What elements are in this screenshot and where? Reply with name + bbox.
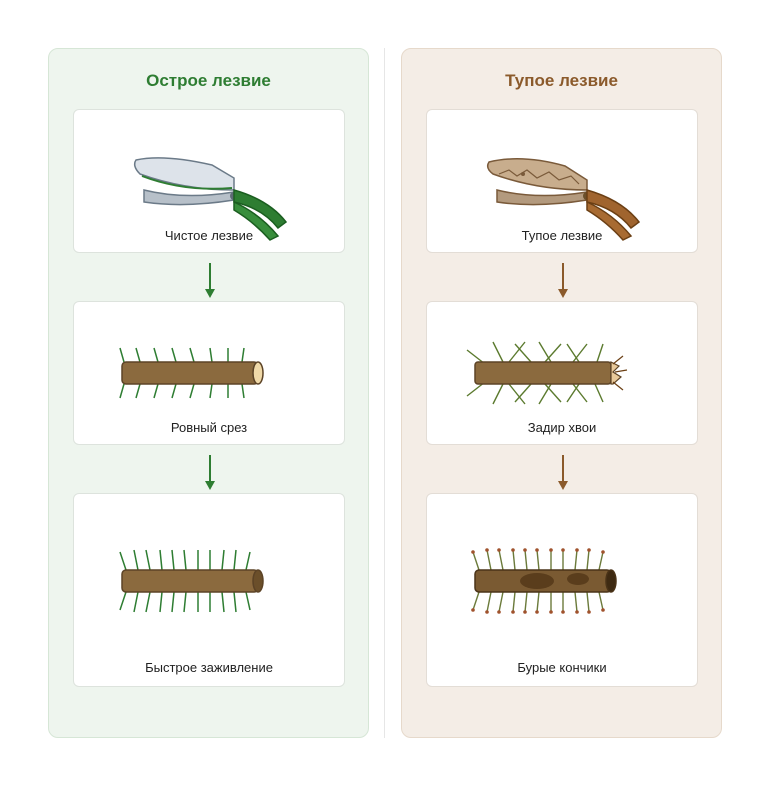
arrow-down-icon: [558, 455, 568, 490]
step-label: Задир хвои: [527, 420, 597, 435]
dull-blade-panel: Тупое лезвие Тупое лезвие: [401, 48, 722, 738]
panel-title: Острое лезвие: [146, 71, 271, 90]
step-label: Ровный срез: [170, 420, 248, 435]
step-label: Бурые кончики: [517, 660, 607, 675]
clean-pruner-icon: [133, 157, 288, 241]
torn-branch-icon: [466, 341, 628, 405]
step-label: Чистое лезвие: [164, 228, 254, 243]
panel-title: Тупое лезвие: [505, 71, 618, 90]
step-card-clean-cut: Ровный срез: [73, 301, 345, 445]
clean-cut-branch-icon: [119, 347, 264, 399]
step-card-fast-healing: Быстрое заживление: [73, 493, 345, 687]
arrow-down-icon: [205, 263, 215, 298]
step-card-dull-blade: Тупое лезвие: [426, 109, 698, 253]
step-card-brown-tips: Бурые кончики: [426, 493, 698, 687]
dull-pruner-icon: [486, 158, 641, 241]
arrow-down-icon: [205, 455, 215, 490]
arrow-down-icon: [558, 263, 568, 298]
step-label: Тупое лезвие: [521, 228, 603, 243]
step-card-torn-needles: Задир хвои: [426, 301, 698, 445]
center-divider: [384, 48, 385, 738]
damaged-branch-icon: [471, 548, 617, 614]
sharp-blade-panel: Острое лезвие Чистое лезвие: [48, 48, 369, 738]
step-card-clean-blade: Чистое лезвие: [73, 109, 345, 253]
healthy-branch-icon: [119, 549, 264, 613]
step-label: Быстрое заживление: [145, 660, 273, 675]
